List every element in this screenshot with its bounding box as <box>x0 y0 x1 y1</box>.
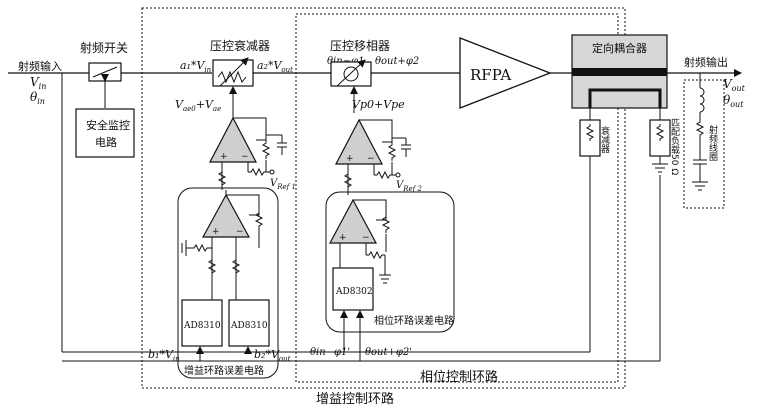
bottom-theta-out-label: θout+φ2' <box>365 347 412 358</box>
gain-loop-label: 增益控制环路 <box>316 391 394 407</box>
svg-text:+: + <box>346 154 354 164</box>
svg-text:+: + <box>339 233 347 243</box>
svg-text:RFPA: RFPA <box>470 66 511 84</box>
svg-text:射频开关: 射频开关 <box>80 40 128 55</box>
ad8302-box: AD8302 <box>332 267 374 311</box>
gain-error-label: 增益环路误差电路 <box>184 364 264 377</box>
svg-text:AD8302: AD8302 <box>335 287 373 297</box>
phase-opamp-upper: + − VRef 2 <box>335 118 422 195</box>
svg-text:匹配负载50 Ω: 匹配负载50 Ω <box>669 118 680 175</box>
svg-text:+: + <box>220 152 228 162</box>
phase-loop-label: 相位控制环路 <box>420 369 498 385</box>
ad8310-box-b: AD8310 <box>228 299 270 347</box>
b2-vout-label: b₂*Vout <box>254 348 291 363</box>
phase-loop-boundary <box>295 13 619 383</box>
svg-text:θin: θin <box>30 90 45 106</box>
ad8310-box-a: AD8310 <box>181 299 223 347</box>
svg-text:a₁*Vin: a₁*Vin <box>180 59 212 74</box>
gain-error-enclosure <box>177 187 279 379</box>
svg-text:−: − <box>367 154 375 164</box>
rf-input: 射频输入 Vin θin <box>18 59 62 106</box>
gain-opamp-upper: + − VRef 1 <box>209 110 296 191</box>
svg-text:Vin: Vin <box>30 75 46 91</box>
svg-text:衰减器: 衰减器 <box>599 125 610 153</box>
svg-text:定向耦合器: 定向耦合器 <box>592 41 647 55</box>
rfpa-amplifier: RFPA <box>459 37 552 109</box>
svg-text:a₂*Vout: a₂*Vout <box>257 59 293 74</box>
phase-error-enclosure <box>325 191 455 333</box>
svg-text:VRef 1: VRef 1 <box>270 178 296 191</box>
rf-switch: 射频开关 <box>80 40 128 82</box>
vp-label: Vp0+Vpe <box>352 98 405 111</box>
b1-vin-label: b₁*Vin <box>148 348 180 363</box>
voltage-controlled-phase-shifter: 压控移相器 θin−φ1 θout+φ2 <box>327 39 419 87</box>
svg-text:VRef 2: VRef 2 <box>396 180 422 193</box>
svg-text:−: − <box>362 233 370 243</box>
vae-label: Vae0+Vae <box>175 98 221 113</box>
svg-text:AD8310: AD8310 <box>183 321 221 331</box>
svg-text:射频线圈: 射频线圈 <box>707 124 718 162</box>
svg-text:AD8310: AD8310 <box>230 321 268 331</box>
svg-text:电路: 电路 <box>95 136 117 149</box>
svg-text:射频输入: 射频输入 <box>18 59 62 73</box>
gain-opamp-lower: + − <box>181 190 264 300</box>
svg-text:压控移相器: 压控移相器 <box>330 39 390 53</box>
svg-text:θout+φ2: θout+φ2 <box>375 56 419 67</box>
coupled-attenuator: 衰减器 <box>579 108 610 352</box>
svg-text:Vout: Vout <box>723 77 746 93</box>
phase-opamp-lower: + − <box>328 198 391 284</box>
svg-text:+: + <box>212 227 220 237</box>
rf-output-label: 射频输出 <box>684 55 728 69</box>
svg-text:压控衰减器: 压控衰减器 <box>210 38 270 53</box>
svg-text:−: − <box>236 227 244 237</box>
svg-text:θout: θout <box>723 93 744 109</box>
bottom-theta-in-label: θin−φ1' <box>310 347 350 358</box>
safety-monitor-box: 安全监控 电路 <box>75 108 135 158</box>
gain-loop-boundary <box>141 7 626 389</box>
svg-text:−: − <box>241 152 249 162</box>
phase-error-label: 相位环路误差电路 <box>374 314 454 327</box>
voltage-controlled-attenuator: 压控衰减器 a₁*Vin a₂*Vout <box>180 38 293 87</box>
directional-coupler: 定向耦合器 <box>571 34 668 109</box>
matched-load: 匹配负载50 Ω <box>649 108 680 361</box>
svg-text:安全监控: 安全监控 <box>86 118 130 132</box>
rf-coil: 射频线圈 Vout θout <box>683 73 746 209</box>
